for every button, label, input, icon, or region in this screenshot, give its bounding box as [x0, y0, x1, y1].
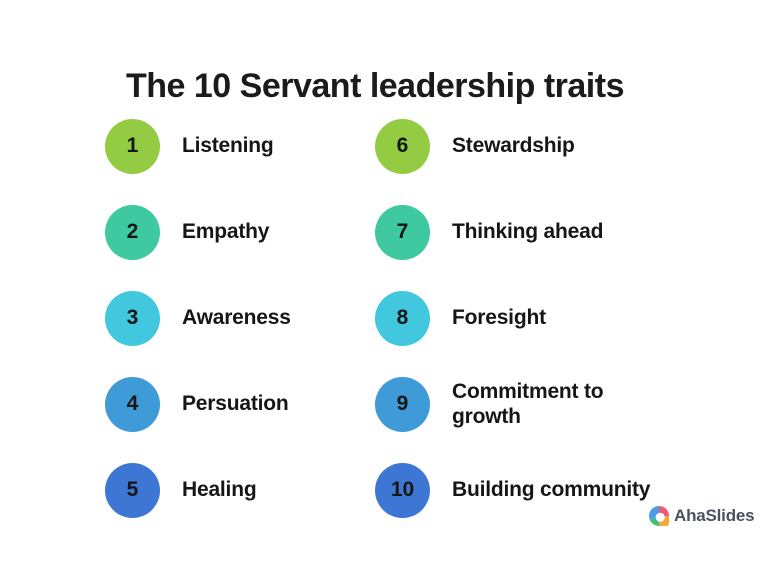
trait-number-badge: 2 [105, 204, 160, 260]
page-title: The 10 Servant leadership traits [126, 66, 624, 105]
trait-row: 4 Persuation [105, 361, 291, 447]
trait-row: 1 Listening [105, 103, 291, 189]
trait-label: Listening [182, 134, 274, 158]
trait-number-badge: 4 [105, 376, 160, 432]
trait-number-badge: 10 [375, 462, 430, 518]
trait-row: 10 Building community [375, 447, 650, 533]
brand-name: AhaSlides [674, 506, 755, 525]
trait-label: Healing [182, 478, 257, 502]
trait-label: Commitment to growth [452, 379, 604, 428]
traits-column-right: 6 Stewardship 7 Thinking ahead 8 Foresig… [375, 103, 650, 533]
trait-number-badge: 8 [375, 290, 430, 346]
trait-label: Awareness [182, 306, 291, 330]
trait-label: Building community [452, 478, 651, 502]
trait-label: Thinking ahead [452, 220, 604, 244]
trait-label: Foresight [452, 306, 546, 330]
trait-row: 5 Healing [105, 447, 291, 533]
trait-number-badge: 1 [105, 118, 160, 174]
trait-row: 8 Foresight [375, 275, 650, 361]
ahaslides-logo-icon [649, 506, 669, 526]
trait-number-badge: 3 [105, 290, 160, 346]
trait-number-badge: 6 [375, 118, 430, 174]
trait-row: 6 Stewardship [375, 103, 650, 189]
trait-label: Stewardship [452, 134, 575, 158]
trait-row: 9 Commitment to growth [375, 361, 650, 447]
trait-number-badge: 9 [375, 376, 430, 432]
trait-row: 2 Empathy [105, 189, 291, 275]
trait-row: 3 Awareness [105, 275, 291, 361]
trait-number-badge: 7 [375, 204, 430, 260]
trait-label: Empathy [182, 220, 270, 244]
brand-watermark: AhaSlides [649, 506, 755, 526]
trait-label: Persuation [182, 392, 289, 416]
trait-number-badge: 5 [105, 462, 160, 518]
trait-row: 7 Thinking ahead [375, 189, 650, 275]
logo-center-hole [655, 512, 665, 522]
traits-column-left: 1 Listening 2 Empathy 3 Awareness 4 Pers… [105, 103, 291, 533]
